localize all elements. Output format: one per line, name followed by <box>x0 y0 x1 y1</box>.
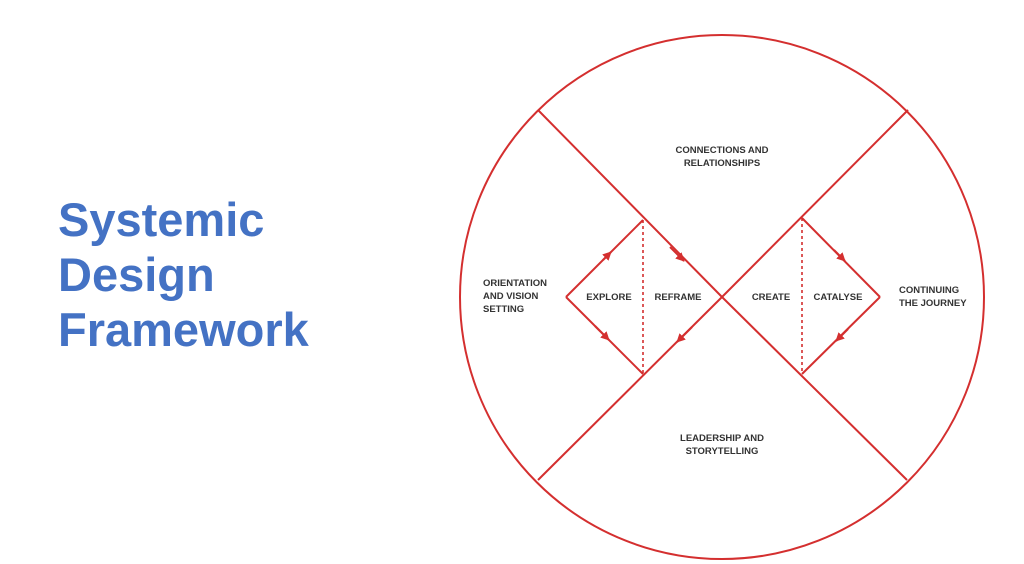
arrow-reframe-back <box>676 326 693 343</box>
arrow-reframe-down <box>669 246 685 262</box>
arrow-catalyse-down <box>833 249 846 262</box>
title-line-3: Framework <box>58 303 309 356</box>
right-label-line-2: THE JOURNEY <box>899 298 967 309</box>
top-label-line-2: RELATIONSHIPS <box>684 158 760 169</box>
phase-create: CREATE <box>752 292 790 303</box>
outer-circle <box>459 34 985 560</box>
left-label-line-3: SETTING <box>483 304 524 315</box>
diagonal-line-top-left <box>537 109 723 298</box>
left-label-line-2: AND VISION <box>483 291 539 302</box>
arrow-catalyse-back <box>835 328 849 342</box>
bottom-label-line-1: LEADERSHIP AND <box>680 433 764 444</box>
arrow-explore-down <box>594 325 610 341</box>
diagonal-line-bottom-right <box>721 296 908 481</box>
right-label-line-1: CONTINUING <box>899 285 959 296</box>
top-quadrant-label: CONNECTIONS AND RELATIONSHIPS <box>675 145 768 169</box>
title-line-2: Design <box>58 248 215 301</box>
phase-reframe: REFRAME <box>655 292 702 303</box>
left-label-line-1: ORIENTATION <box>483 278 547 289</box>
right-quadrant-label: CONTINUING THE JOURNEY <box>899 285 967 309</box>
slide-title: Systemic Design Framework <box>58 192 309 357</box>
diagonal-line-top-right <box>721 109 909 298</box>
phase-catalyse: CATALYSE <box>814 292 863 303</box>
arrow-explore-up <box>602 251 612 261</box>
title-line-1: Systemic <box>58 193 265 246</box>
left-quadrant-label: ORIENTATION AND VISION SETTING <box>483 278 547 315</box>
top-label-line-1: CONNECTIONS AND <box>675 145 768 156</box>
phase-explore: EXPLORE <box>586 292 631 303</box>
bottom-quadrant-label: LEADERSHIP AND STORYTELLING <box>680 433 764 457</box>
bottom-label-line-2: STORYTELLING <box>686 446 759 457</box>
